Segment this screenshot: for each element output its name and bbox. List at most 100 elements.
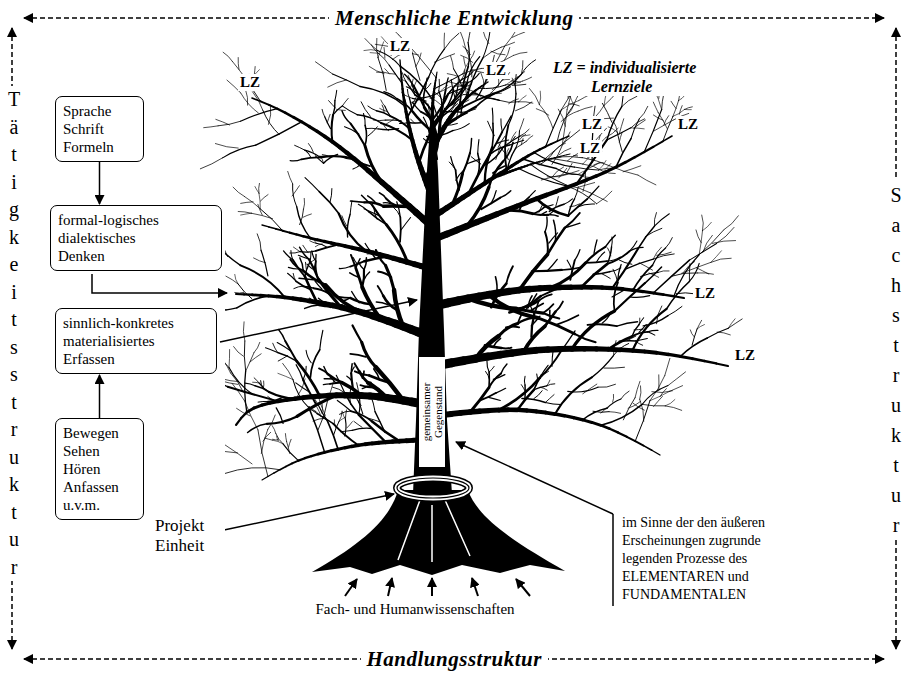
tree-twig [365,243,369,249]
tree-twig [240,265,284,297]
tree-twig [696,268,709,274]
tree-branch [664,295,674,297]
tree-twig [552,349,553,366]
tree-twig [258,183,260,193]
tree-twig [250,354,261,362]
axis-letter: u [6,526,22,554]
tree-twig [612,289,627,297]
tree-twig [328,380,334,399]
tree-twig [463,60,470,74]
tree-twig [654,214,669,226]
tree-twig [305,263,310,277]
tree-twig [368,106,377,111]
tree-twig [290,252,300,254]
tree-twig [501,364,507,374]
tree-twig [260,195,268,201]
tree-twig [357,383,359,396]
tree-twig [558,156,609,165]
goal-label: LZ [693,285,717,302]
tree-twig [509,99,519,104]
tree-twig [478,140,479,154]
flow-arrow [99,162,101,204]
tree-twig [524,326,545,351]
axis-letter: r [6,416,22,444]
axis-letter: c [888,240,904,270]
tree-twig [503,142,513,161]
axis-letter: t [6,306,22,334]
tree-twig [545,232,548,255]
tree-twig [320,156,354,158]
tree-twig [293,247,300,252]
tree-branch [681,356,693,358]
tree-twig [460,32,465,49]
tree-twig [685,107,693,110]
tree-twig [456,170,464,180]
tree-twig [351,124,365,146]
tree-twig [368,418,380,422]
tree-branch [269,227,276,229]
tree-twig [500,191,510,198]
tree-twig [290,159,301,161]
tree-twig [368,196,375,202]
axis-letter: i [6,169,22,197]
tree-twig [352,428,372,430]
tree-twig [374,208,377,219]
tree-twig [296,281,310,289]
tree-branch [252,293,260,296]
tree-twig [339,417,345,421]
goal-label: LZ [580,116,604,133]
tree-twig [539,91,540,104]
tree-branch [583,420,592,423]
tree-twig [343,98,349,105]
tree-twig [278,373,293,379]
tree-twig [223,52,232,61]
tree-twig [617,132,622,152]
tree-twig [608,127,617,132]
tree-twig [367,253,372,254]
tree-twig [291,251,293,261]
tree-trunk [413,128,452,494]
tree-twig [385,69,390,74]
tree-twig [313,239,316,244]
box-text: formal-logisches dialektisches Denken [58,211,168,265]
tree-twig [523,159,556,168]
tree-twig [594,240,597,253]
leader-arrow [224,494,394,530]
tree-twig [639,106,648,119]
tree-twig [559,148,571,155]
tree-twig [403,95,412,99]
tree-twig [621,391,629,399]
tree-twig [549,204,564,211]
tree-twig [608,248,611,256]
tree-twig [534,302,538,314]
tree-twig [632,309,666,351]
tree-twig [462,109,476,112]
tree-twig [441,111,462,113]
tree-twig [334,420,335,428]
tree-twig [547,259,557,271]
axis-letter: k [888,420,904,450]
tree-twig [545,403,561,405]
tree-twig [372,205,386,224]
tree-twig [583,384,597,394]
tree-twig [557,315,579,324]
tree-twig [298,255,308,259]
tree-twig [397,99,413,112]
tree-twig [218,349,229,367]
tree-twig [355,363,360,371]
tree-twig [163,480,187,488]
tree-twig [536,374,538,382]
ring-line [397,478,469,498]
tree-twig [689,263,699,281]
tree-twig [287,441,290,453]
axis-letter: a [888,210,904,240]
tree-twig [241,202,253,204]
tree-twig [337,109,346,111]
goal-label: LZ [676,116,700,133]
tree-twig [604,367,624,369]
tree-twig [413,112,432,132]
tree-branch [551,141,557,144]
tree-twig [667,281,690,308]
tree-twig [310,393,318,405]
tree-twig [459,82,469,83]
